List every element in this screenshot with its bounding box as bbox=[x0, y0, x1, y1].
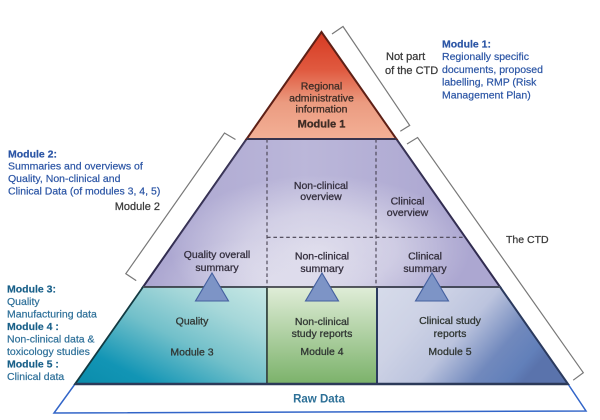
svg-text:Clinical study: Clinical study bbox=[419, 315, 482, 327]
svg-text:Quality overall: Quality overall bbox=[184, 249, 251, 261]
svg-text:administrative: administrative bbox=[289, 93, 354, 105]
svg-text:Non-clinical: Non-clinical bbox=[294, 180, 348, 192]
svg-text:of the CTD: of the CTD bbox=[385, 65, 438, 77]
svg-text:Regional: Regional bbox=[301, 81, 342, 93]
svg-text:Non-clinical: Non-clinical bbox=[295, 316, 349, 328]
svg-text:Module 1:: Module 1: bbox=[442, 39, 491, 51]
svg-text:Clinical: Clinical bbox=[408, 251, 442, 263]
svg-text:overview: overview bbox=[300, 191, 342, 203]
svg-text:Quality: Quality bbox=[176, 316, 209, 328]
svg-text:documents, proposed: documents, proposed bbox=[442, 64, 543, 76]
svg-text:Module 3: Module 3 bbox=[170, 347, 213, 359]
svg-text:Regionally specific: Regionally specific bbox=[442, 51, 529, 63]
svg-text:Module 5: Module 5 bbox=[428, 346, 471, 358]
svg-text:Not part: Not part bbox=[386, 51, 425, 63]
svg-text:Module 2: Module 2 bbox=[115, 201, 160, 213]
svg-text:Manufacturing data: Manufacturing data bbox=[7, 308, 97, 320]
svg-text:overview: overview bbox=[387, 207, 429, 219]
svg-text:The CTD: The CTD bbox=[506, 234, 549, 246]
svg-text:Module 4 :: Module 4 : bbox=[7, 321, 59, 333]
svg-text:Non-clinical data &: Non-clinical data & bbox=[7, 333, 95, 345]
svg-text:Module 3:: Module 3: bbox=[7, 283, 56, 295]
svg-text:summary: summary bbox=[403, 263, 447, 275]
svg-text:labelling, RMP (Risk: labelling, RMP (Risk bbox=[442, 77, 537, 89]
svg-text:Summaries and overviews of: Summaries and overviews of bbox=[8, 161, 143, 173]
svg-text:study reports: study reports bbox=[292, 328, 353, 340]
svg-text:summary: summary bbox=[300, 263, 344, 275]
svg-text:toxicology studies: toxicology studies bbox=[7, 346, 90, 358]
svg-text:information: information bbox=[296, 104, 348, 116]
svg-text:Clinical Data (of modules 3, 4: Clinical Data (of modules 3, 4, 5) bbox=[8, 185, 160, 197]
svg-text:Quality, Non-clinical and: Quality, Non-clinical and bbox=[8, 173, 121, 185]
svg-text:summary: summary bbox=[195, 262, 239, 274]
svg-text:Quality: Quality bbox=[7, 296, 40, 308]
svg-text:Non-clinical: Non-clinical bbox=[295, 251, 349, 263]
svg-text:Module 2:: Module 2: bbox=[8, 148, 57, 160]
svg-text:Raw Data: Raw Data bbox=[293, 394, 345, 406]
svg-text:Management Plan): Management Plan) bbox=[442, 89, 531, 101]
svg-text:Clinical: Clinical bbox=[391, 195, 425, 207]
svg-text:Module 5 :: Module 5 : bbox=[7, 358, 59, 370]
svg-text:Module 1: Module 1 bbox=[298, 119, 346, 131]
svg-text:reports: reports bbox=[434, 328, 467, 340]
svg-text:Clinical data: Clinical data bbox=[7, 371, 64, 383]
svg-text:Module 4: Module 4 bbox=[300, 346, 343, 358]
